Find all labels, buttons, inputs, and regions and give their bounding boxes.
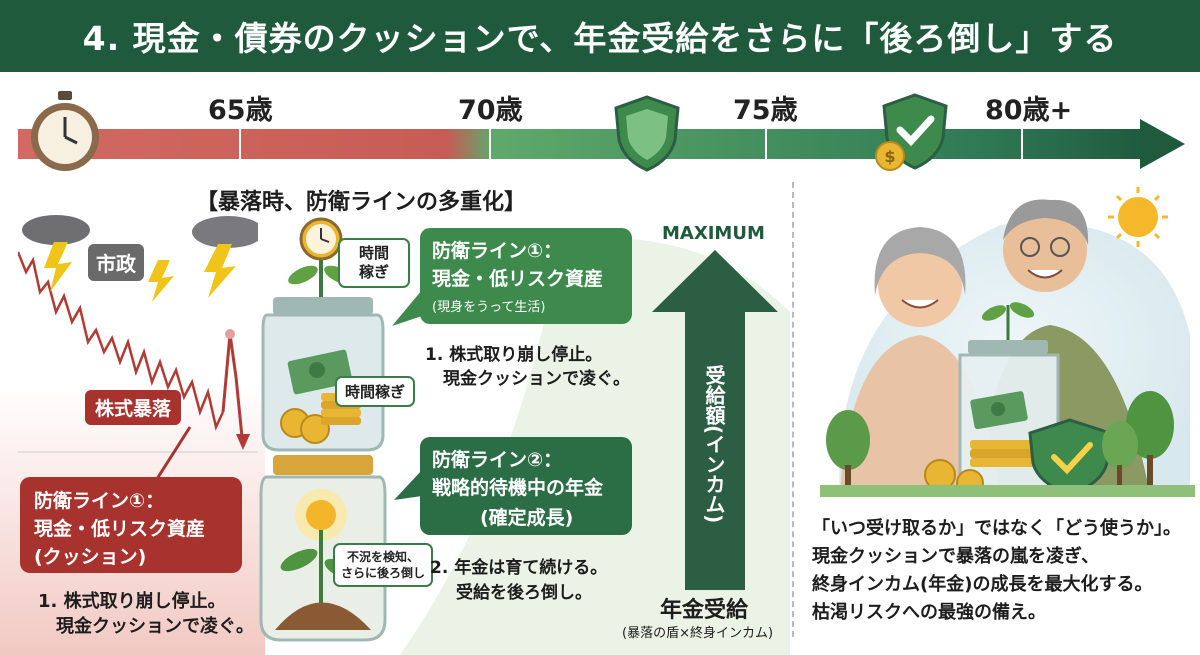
clock-note: 時間 稼ぎ (338, 238, 410, 288)
clock-note-line-1: 時間 (358, 244, 389, 262)
divider (792, 182, 794, 637)
box-pointer-2 (394, 470, 422, 500)
line2-body: 戦略的待機中の年金 (432, 477, 604, 499)
jars-illustration (259, 217, 387, 642)
left-step-2: 現金クッションで凌ぐ。 (56, 616, 254, 637)
timeline-bar (18, 119, 1185, 169)
page-title: 4. 現金・債券のクッションで、年金受給をさらに「後ろ倒し」する (82, 19, 1118, 58)
svg-text:$: $ (884, 147, 895, 166)
age-65: 65歳 (208, 95, 273, 126)
age-75: 75歳 (733, 95, 798, 126)
summary-line-3: 終身インカム(年金)の成長を最大化する。 (812, 574, 1153, 595)
defense-line-1-sub: (クッション) (34, 546, 147, 568)
arrow-bottom-sub: (暴落の盾×終身インカム) (622, 626, 774, 641)
line1-step-2: 現金クッションで凌ぐ。 (443, 369, 630, 389)
jar-note: 時間稼ぎ (335, 376, 416, 407)
arrow-top-label: MAXIMUM (662, 223, 765, 244)
line2-step-2: 受給を後ろ倒し。 (456, 583, 592, 603)
bottom-jar-note: 不況を検知、 さらに後ろ倒し (333, 543, 434, 587)
line1-step-1: 1. 株式取り崩し停止。 (425, 345, 603, 365)
stopwatch-icon (31, 91, 99, 171)
defense-line-2-green-box (420, 437, 632, 535)
line2-title: 防衛ライン②： (432, 449, 563, 471)
left-step-1: 1. 株式取り崩し停止。 (38, 591, 226, 612)
couple-illustration (820, 187, 1195, 497)
defense-line-1-body: 現金・低リスク資産 (34, 518, 206, 540)
line1-title: 防衛ライン①： (432, 240, 563, 262)
age-70: 70歳 (458, 95, 523, 126)
line2-sub: (確定成長) (480, 507, 574, 529)
defense-line-1-green-box (420, 228, 632, 324)
shield-icon (614, 95, 680, 172)
defense-line-1-title: 防衛ライン①： (34, 490, 165, 512)
left-heading: 【暴落時、防衛ラインの多重化】 (196, 190, 527, 215)
age-80-plus: 80歳+ (985, 95, 1073, 126)
line1-body: 現金・低リスク資産 (432, 268, 604, 290)
crash-label: 株式暴落 (85, 390, 182, 425)
defense-line-1-box (20, 477, 242, 573)
title-bar: 4. 現金・債券のクッションで、年金受給をさらに「後ろ倒し」する (0, 0, 1200, 72)
box-pointer-1 (392, 290, 422, 326)
bottom-jar-note-line-2: さらに後ろ倒し (341, 566, 426, 580)
summary-line-2: 現金クッションで暴落の嵐を凌ぎ、 (812, 546, 1100, 567)
timeline: $ (0, 72, 1200, 182)
coin-icon: $ (875, 141, 905, 171)
crash-chart (18, 215, 258, 453)
line2-step-1: 2. 年金は育て続ける。 (430, 558, 608, 578)
arrow-bottom-label: 年金受給 (660, 598, 749, 623)
line1-sub: (現身をうって生活) (432, 300, 546, 315)
pointer-line (153, 426, 192, 483)
bottom-jar-note-line-1: 不況を検知、 (347, 550, 420, 564)
market-label: 市政 (88, 244, 144, 281)
income-arrow (652, 250, 778, 590)
clock-note-line-2: 稼ぎ (358, 263, 389, 281)
summary-line-1: 「いつ受け取るか」ではなく「どう使うか」。 (812, 518, 1181, 539)
arrow-vertical-label: 受給額(インカム) (702, 365, 726, 524)
summary-line-4: 枯渇リスクへの最強の備え。 (812, 602, 1046, 623)
